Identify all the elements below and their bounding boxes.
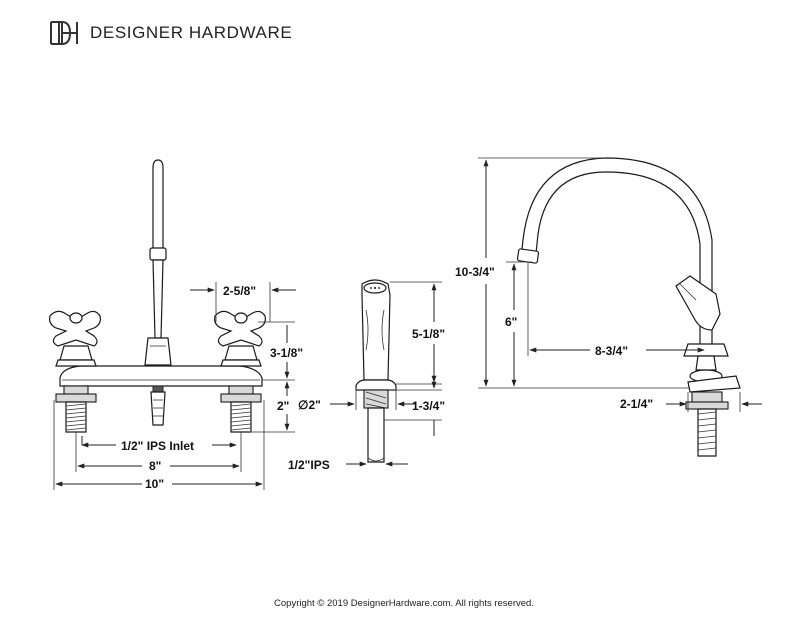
label-sprayer-diameter: ∅2" xyxy=(298,398,321,412)
copyright-notice: Copyright © 2019 DesignerHardware.com. A… xyxy=(274,598,534,609)
label-spout-reach: 8-3/4" xyxy=(595,344,628,358)
front-view-dimensions xyxy=(53,282,296,490)
label-center-spread: 8" xyxy=(149,459,161,473)
label-sprayer-shank: 1-3/4" xyxy=(412,399,445,413)
label-inlet: 1/2" IPS Inlet xyxy=(121,439,194,453)
brand-header: DESIGNER HARDWARE xyxy=(48,18,292,48)
sprayer-dimensions xyxy=(330,281,442,467)
label-base-height: 2" xyxy=(277,399,289,413)
label-overall-height: 10-3/4" xyxy=(455,265,495,279)
dh-monogram-logo xyxy=(50,21,78,45)
side-view-faucet xyxy=(516,157,741,457)
label-sprayer-ips: 1/2"IPS xyxy=(288,458,330,472)
side-view-dimensions xyxy=(478,157,762,412)
side-sprayer xyxy=(355,279,397,463)
label-handle-spacing: 2-5/8" xyxy=(223,284,256,298)
label-side-base: 2-1/4" xyxy=(620,397,653,411)
dimension-labels: 2-5/8" 3-1/8" 2" 1/2" IPS Inlet 8" 10" 5… xyxy=(121,265,653,491)
front-view-faucet xyxy=(49,159,266,433)
label-spout-clearance: 6" xyxy=(505,315,517,329)
brand-name: DESIGNER HARDWARE xyxy=(90,23,293,42)
label-sprayer-height: 5-1/8" xyxy=(412,327,445,341)
label-overall-width: 10" xyxy=(145,477,164,491)
label-handle-height: 3-1/8" xyxy=(270,346,303,360)
